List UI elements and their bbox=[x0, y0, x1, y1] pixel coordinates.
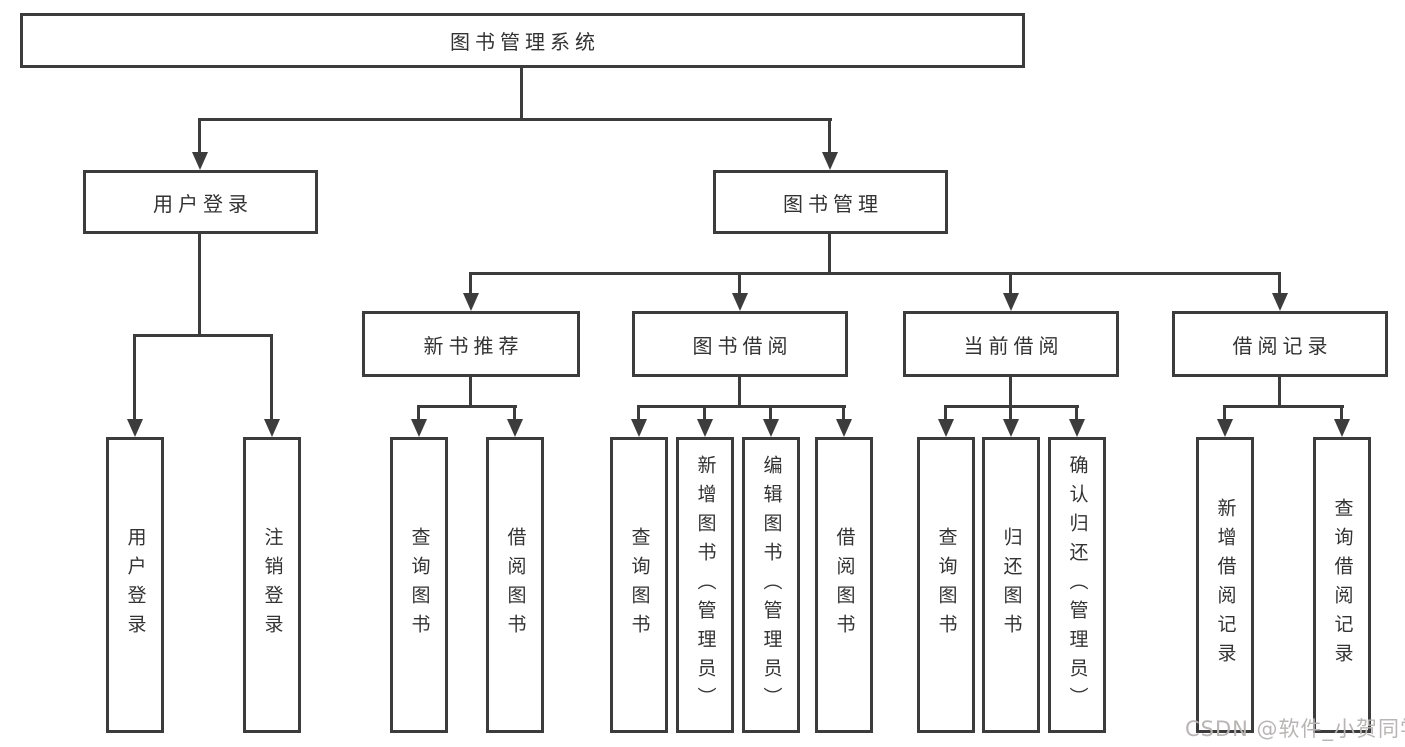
edge-line bbox=[1009, 405, 1012, 420]
edge-root-stub bbox=[520, 68, 523, 118]
edge-to-leaf-logout bbox=[270, 334, 273, 419]
edge-group1-rail bbox=[417, 405, 517, 408]
arrow-down-icon bbox=[822, 152, 838, 170]
arrow-down-icon bbox=[763, 419, 779, 437]
arrow-down-icon bbox=[463, 293, 479, 311]
node-borrow-record: 借阅记录 bbox=[1172, 311, 1388, 377]
node-book-borrow: 图书借阅 bbox=[632, 311, 848, 377]
arrow-down-icon bbox=[1069, 419, 1085, 437]
node-new-book-recommend: 新书推荐 bbox=[362, 311, 580, 377]
edge-group4-rail bbox=[1223, 405, 1344, 408]
edge-group2-rail bbox=[637, 405, 846, 408]
leaf-query-borrow-record: 查询借阅记录 bbox=[1313, 437, 1371, 733]
edge-level2-rail bbox=[198, 118, 832, 121]
edge-line bbox=[1223, 405, 1226, 420]
arrow-down-icon bbox=[127, 419, 143, 437]
edge-line bbox=[1075, 405, 1078, 420]
edge-group1-stub bbox=[469, 377, 472, 407]
leaf-query-book-recommend: 查询图书 bbox=[390, 437, 448, 733]
edge-to-borrow-record bbox=[1278, 272, 1281, 293]
leaf-user-login: 用户登录 bbox=[106, 437, 164, 733]
leaf-add-book-admin: 新增图书（管理员） bbox=[676, 437, 734, 733]
leaf-return-book: 归还图书 bbox=[982, 437, 1040, 733]
arrow-down-icon bbox=[697, 419, 713, 437]
arrow-down-icon bbox=[1003, 293, 1019, 311]
leaf-borrow-book: 借阅图书 bbox=[815, 437, 873, 733]
arrow-down-icon bbox=[732, 293, 748, 311]
arrow-down-icon bbox=[631, 419, 647, 437]
leaf-add-borrow-record: 新增借阅记录 bbox=[1196, 437, 1254, 733]
leaf-confirm-return-admin: 确认归还（管理员） bbox=[1048, 437, 1106, 733]
arrow-down-icon bbox=[1003, 419, 1019, 437]
edge-group4-stub bbox=[1278, 377, 1281, 407]
arrow-down-icon bbox=[507, 419, 523, 437]
edge-to-current-borrow bbox=[1009, 272, 1012, 293]
edge-to-book-management bbox=[828, 118, 831, 153]
arrow-down-icon bbox=[836, 419, 852, 437]
node-user-login: 用户登录 bbox=[83, 170, 318, 234]
edge-group3-stub bbox=[1009, 377, 1012, 407]
edge-to-leaf-user-login bbox=[133, 334, 136, 419]
edge-line bbox=[944, 405, 947, 420]
arrow-down-icon bbox=[1334, 419, 1350, 437]
leaf-logout: 注销登录 bbox=[243, 437, 301, 733]
arrow-down-icon bbox=[938, 419, 954, 437]
leaf-borrow-book-recommend: 借阅图书 bbox=[486, 437, 544, 733]
arrow-down-icon bbox=[1272, 293, 1288, 311]
edge-to-book-borrow bbox=[738, 272, 741, 293]
leaf-edit-book-admin: 编辑图书（管理员） bbox=[742, 437, 800, 733]
arrow-down-icon bbox=[1217, 419, 1233, 437]
leaf-query-book-current: 查询图书 bbox=[917, 437, 975, 733]
node-current-borrow: 当前借阅 bbox=[903, 311, 1119, 377]
edge-line bbox=[417, 405, 420, 420]
edge-book-management-stub bbox=[828, 234, 831, 274]
csdn-watermark: CSDN @软件_小贺同学 bbox=[1185, 717, 1405, 741]
edge-line bbox=[637, 405, 640, 420]
arrow-down-icon bbox=[264, 419, 280, 437]
edge-group2-stub bbox=[738, 377, 741, 407]
edge-line bbox=[769, 405, 772, 420]
edge-line bbox=[1340, 405, 1343, 420]
node-library-system: 图书管理系统 bbox=[20, 13, 1025, 68]
edge-level3-rail bbox=[470, 272, 1281, 275]
node-book-management: 图书管理 bbox=[713, 170, 948, 234]
edge-line bbox=[513, 405, 516, 420]
edge-to-new-book-recommend bbox=[469, 272, 472, 293]
edge-line bbox=[703, 405, 706, 420]
edge-user-login-stub bbox=[198, 234, 201, 336]
leaf-query-book-borrow: 查询图书 bbox=[610, 437, 668, 733]
arrow-down-icon bbox=[192, 152, 208, 170]
edge-line bbox=[842, 405, 845, 420]
edge-user-login-rail bbox=[133, 334, 273, 337]
edge-to-user-login bbox=[198, 118, 201, 153]
arrow-down-icon bbox=[411, 419, 427, 437]
